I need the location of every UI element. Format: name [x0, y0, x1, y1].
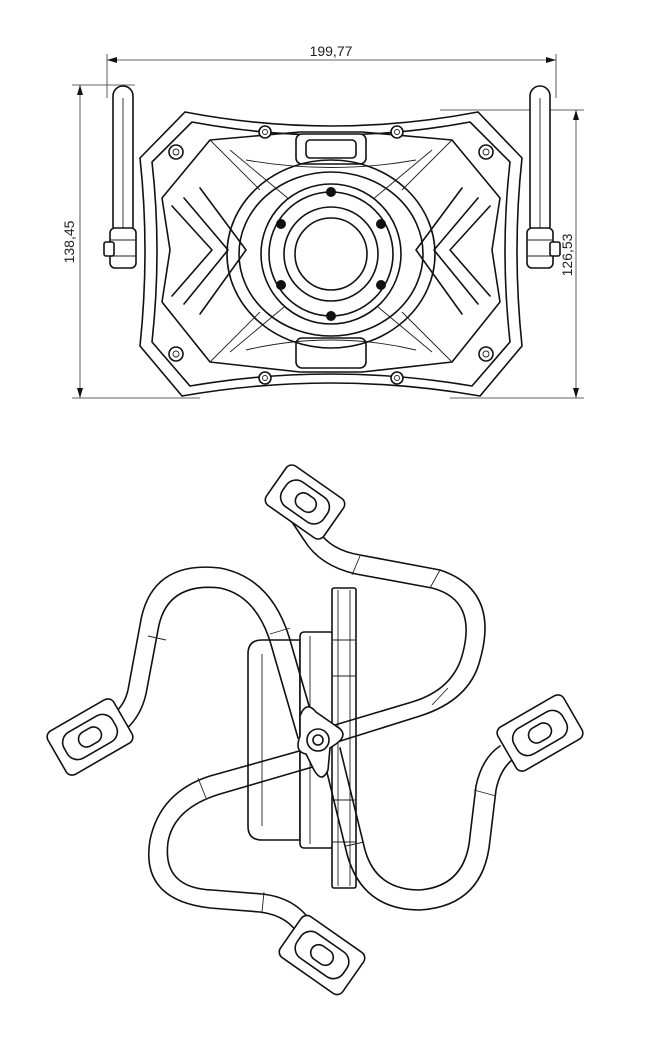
- arm-bottom: [148, 747, 366, 996]
- dimension-width: 199,77: [106, 43, 557, 98]
- left-antenna: [103, 85, 137, 269]
- dimension-width-label: 199,77: [310, 43, 353, 59]
- dimension-body-height: 126,53: [440, 109, 584, 399]
- arm-top: [264, 464, 486, 749]
- center-hub: [297, 706, 344, 778]
- dimension-height: 138,45: [61, 84, 200, 399]
- front-view: 199,77 138,45 126,53: [61, 43, 584, 399]
- lamp-housing: [139, 111, 523, 397]
- clamp-top: [264, 464, 346, 540]
- dimension-body-height-label: 126,53: [559, 233, 575, 276]
- right-antenna: [526, 85, 561, 269]
- clamp-left: [46, 698, 134, 776]
- dimension-height-label: 138,45: [61, 220, 77, 263]
- arm-left: [46, 566, 317, 776]
- clamp-right: [496, 694, 584, 772]
- clamp-bottom: [278, 914, 366, 996]
- arm-right: [321, 694, 584, 911]
- top-view: [46, 464, 584, 996]
